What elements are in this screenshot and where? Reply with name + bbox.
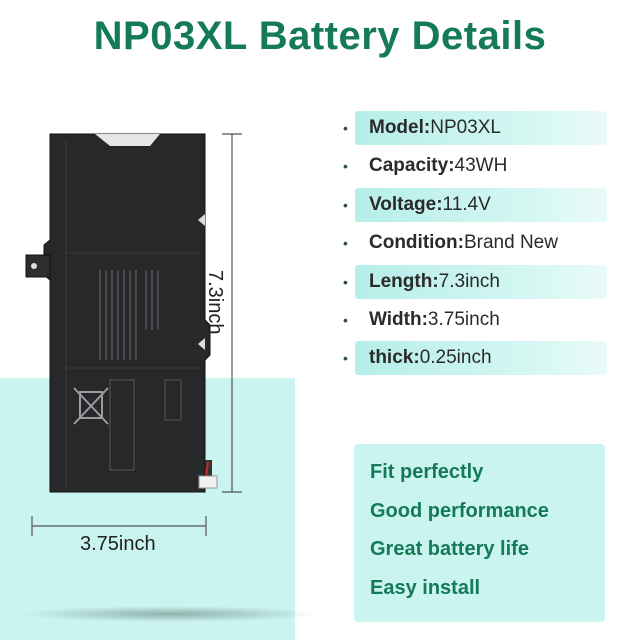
spec-value: 11.4V bbox=[442, 194, 491, 215]
spec-value: 3.75inch bbox=[427, 309, 500, 330]
spec-row-model: Model:NP03XL bbox=[355, 111, 607, 145]
bullet-icon: • bbox=[343, 350, 348, 366]
spec-value: 0.25inch bbox=[419, 347, 492, 368]
spec-row-condition: Condition: Brand New bbox=[355, 226, 607, 260]
features-box bbox=[354, 444, 605, 622]
page-title: NP03XL Battery Details bbox=[93, 14, 547, 58]
spec-label: Voltage: bbox=[369, 194, 443, 215]
spec-label: Model: bbox=[369, 117, 431, 138]
feature-item: Great battery life bbox=[370, 538, 529, 560]
spec-label: Length: bbox=[369, 271, 439, 292]
bullet-icon: • bbox=[343, 312, 348, 328]
spec-value: 7.3inch bbox=[438, 271, 500, 292]
bullet-icon: • bbox=[343, 235, 348, 251]
spec-label: Capacity: bbox=[369, 155, 455, 176]
bullet-icon: • bbox=[343, 274, 348, 290]
bullet-icon: • bbox=[343, 158, 348, 174]
spec-label: Width: bbox=[369, 309, 428, 330]
battery-shadow bbox=[20, 606, 320, 622]
spec-value: 43WH bbox=[454, 155, 508, 176]
battery-image bbox=[25, 133, 242, 536]
spec-value: Brand New bbox=[463, 232, 558, 253]
spec-label: thick: bbox=[369, 347, 420, 368]
feature-item: Good performance bbox=[370, 500, 549, 522]
bullet-icon: • bbox=[343, 197, 348, 213]
feature-item: Fit perfectly bbox=[370, 461, 484, 483]
spec-label: Condition: bbox=[369, 232, 464, 253]
spec-row-capacity: Capacity:43WH bbox=[355, 149, 607, 183]
length-dimension-label: 7.3inch bbox=[204, 270, 226, 335]
spec-row-width: Width:3.75inch bbox=[355, 303, 607, 337]
spec-value: NP03XL bbox=[430, 117, 501, 138]
spec-row-voltage: Voltage: 11.4V bbox=[355, 188, 607, 222]
feature-item: Easy install bbox=[370, 577, 481, 599]
spec-row-length: Length:7.3inch bbox=[355, 265, 607, 299]
bullet-icon: • bbox=[343, 120, 348, 136]
width-dimension-label: 3.75inch bbox=[80, 533, 156, 555]
spec-row-thick: thick:0.25inch bbox=[355, 341, 607, 375]
